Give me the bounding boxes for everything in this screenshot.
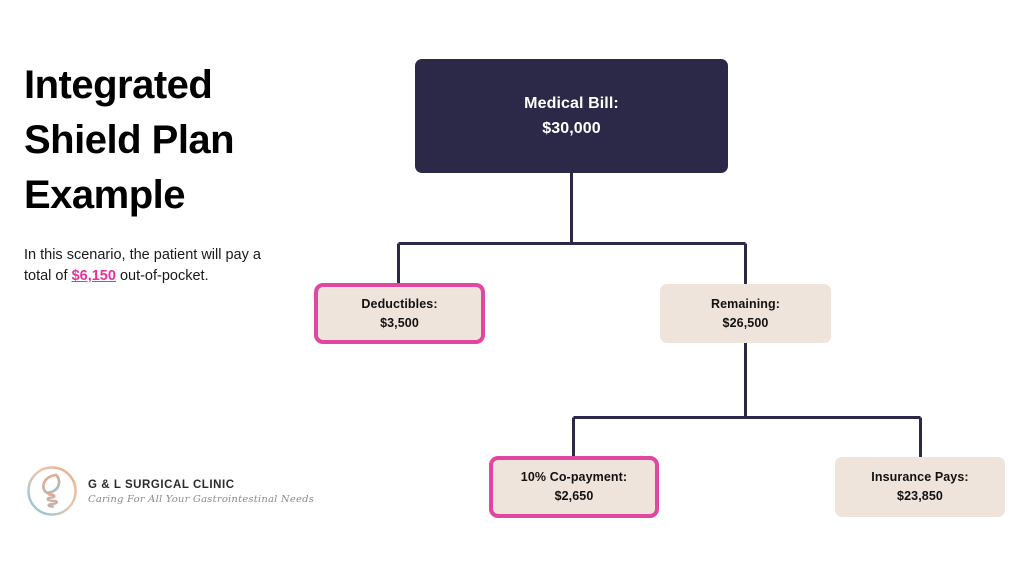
node-deductibles-value: $3,500 [380,315,419,330]
node-remaining[interactable]: Remaining: $26,500 [660,284,831,343]
node-co-payment-value: $2,650 [554,489,594,503]
stomach-emblem-icon [27,466,77,516]
clinic-logo: G & L SURGICAL CLINIC Caring For All You… [25,464,314,518]
clinic-tagline: Caring For All Your Gastrointestinal Nee… [88,494,315,505]
page-title: Integrated Shield Plan Example [24,58,274,223]
intro-paragraph: In this scenario, the patient will pay a… [24,245,274,287]
node-insurance-pays[interactable]: Insurance Pays: $23,850 [835,457,1005,517]
left-text-panel: Integrated Shield Plan Example In this s… [24,58,274,287]
node-remaining-value: $26,500 [722,315,769,330]
node-insurance-pays-value: $23,850 [897,489,943,503]
node-remaining-label: Remaining: [710,296,781,311]
node-medical-bill-value: $30,000 [542,120,601,137]
page-title-line-3: Example [24,173,186,217]
intro-text-after: out-of-pocket. [115,268,209,284]
clinic-name: G & L SURGICAL CLINIC [88,479,235,491]
node-co-payment[interactable]: 10% Co-payment: $2,650 [489,456,659,518]
node-insurance-pays-label: Insurance Pays: [871,470,969,484]
page-title-line-2: Shield Plan [24,118,235,162]
node-deductibles[interactable]: Deductibles: $3,500 [314,283,485,344]
node-medical-bill-label: Medical Bill: [524,95,619,112]
intro-text-before: In this scenario, the patient will pay a… [24,247,261,284]
out-of-pocket-amount: $6,150 [71,268,116,284]
node-medical-bill[interactable]: Medical Bill: $30,000 [415,59,728,173]
page-title-line-1: Integrated [24,63,213,107]
node-deductibles-label: Deductibles: [361,296,438,311]
logo-text-block: G & L SURGICAL CLINIC Caring For All You… [88,477,314,505]
node-co-payment-label: 10% Co-payment: [520,470,628,484]
